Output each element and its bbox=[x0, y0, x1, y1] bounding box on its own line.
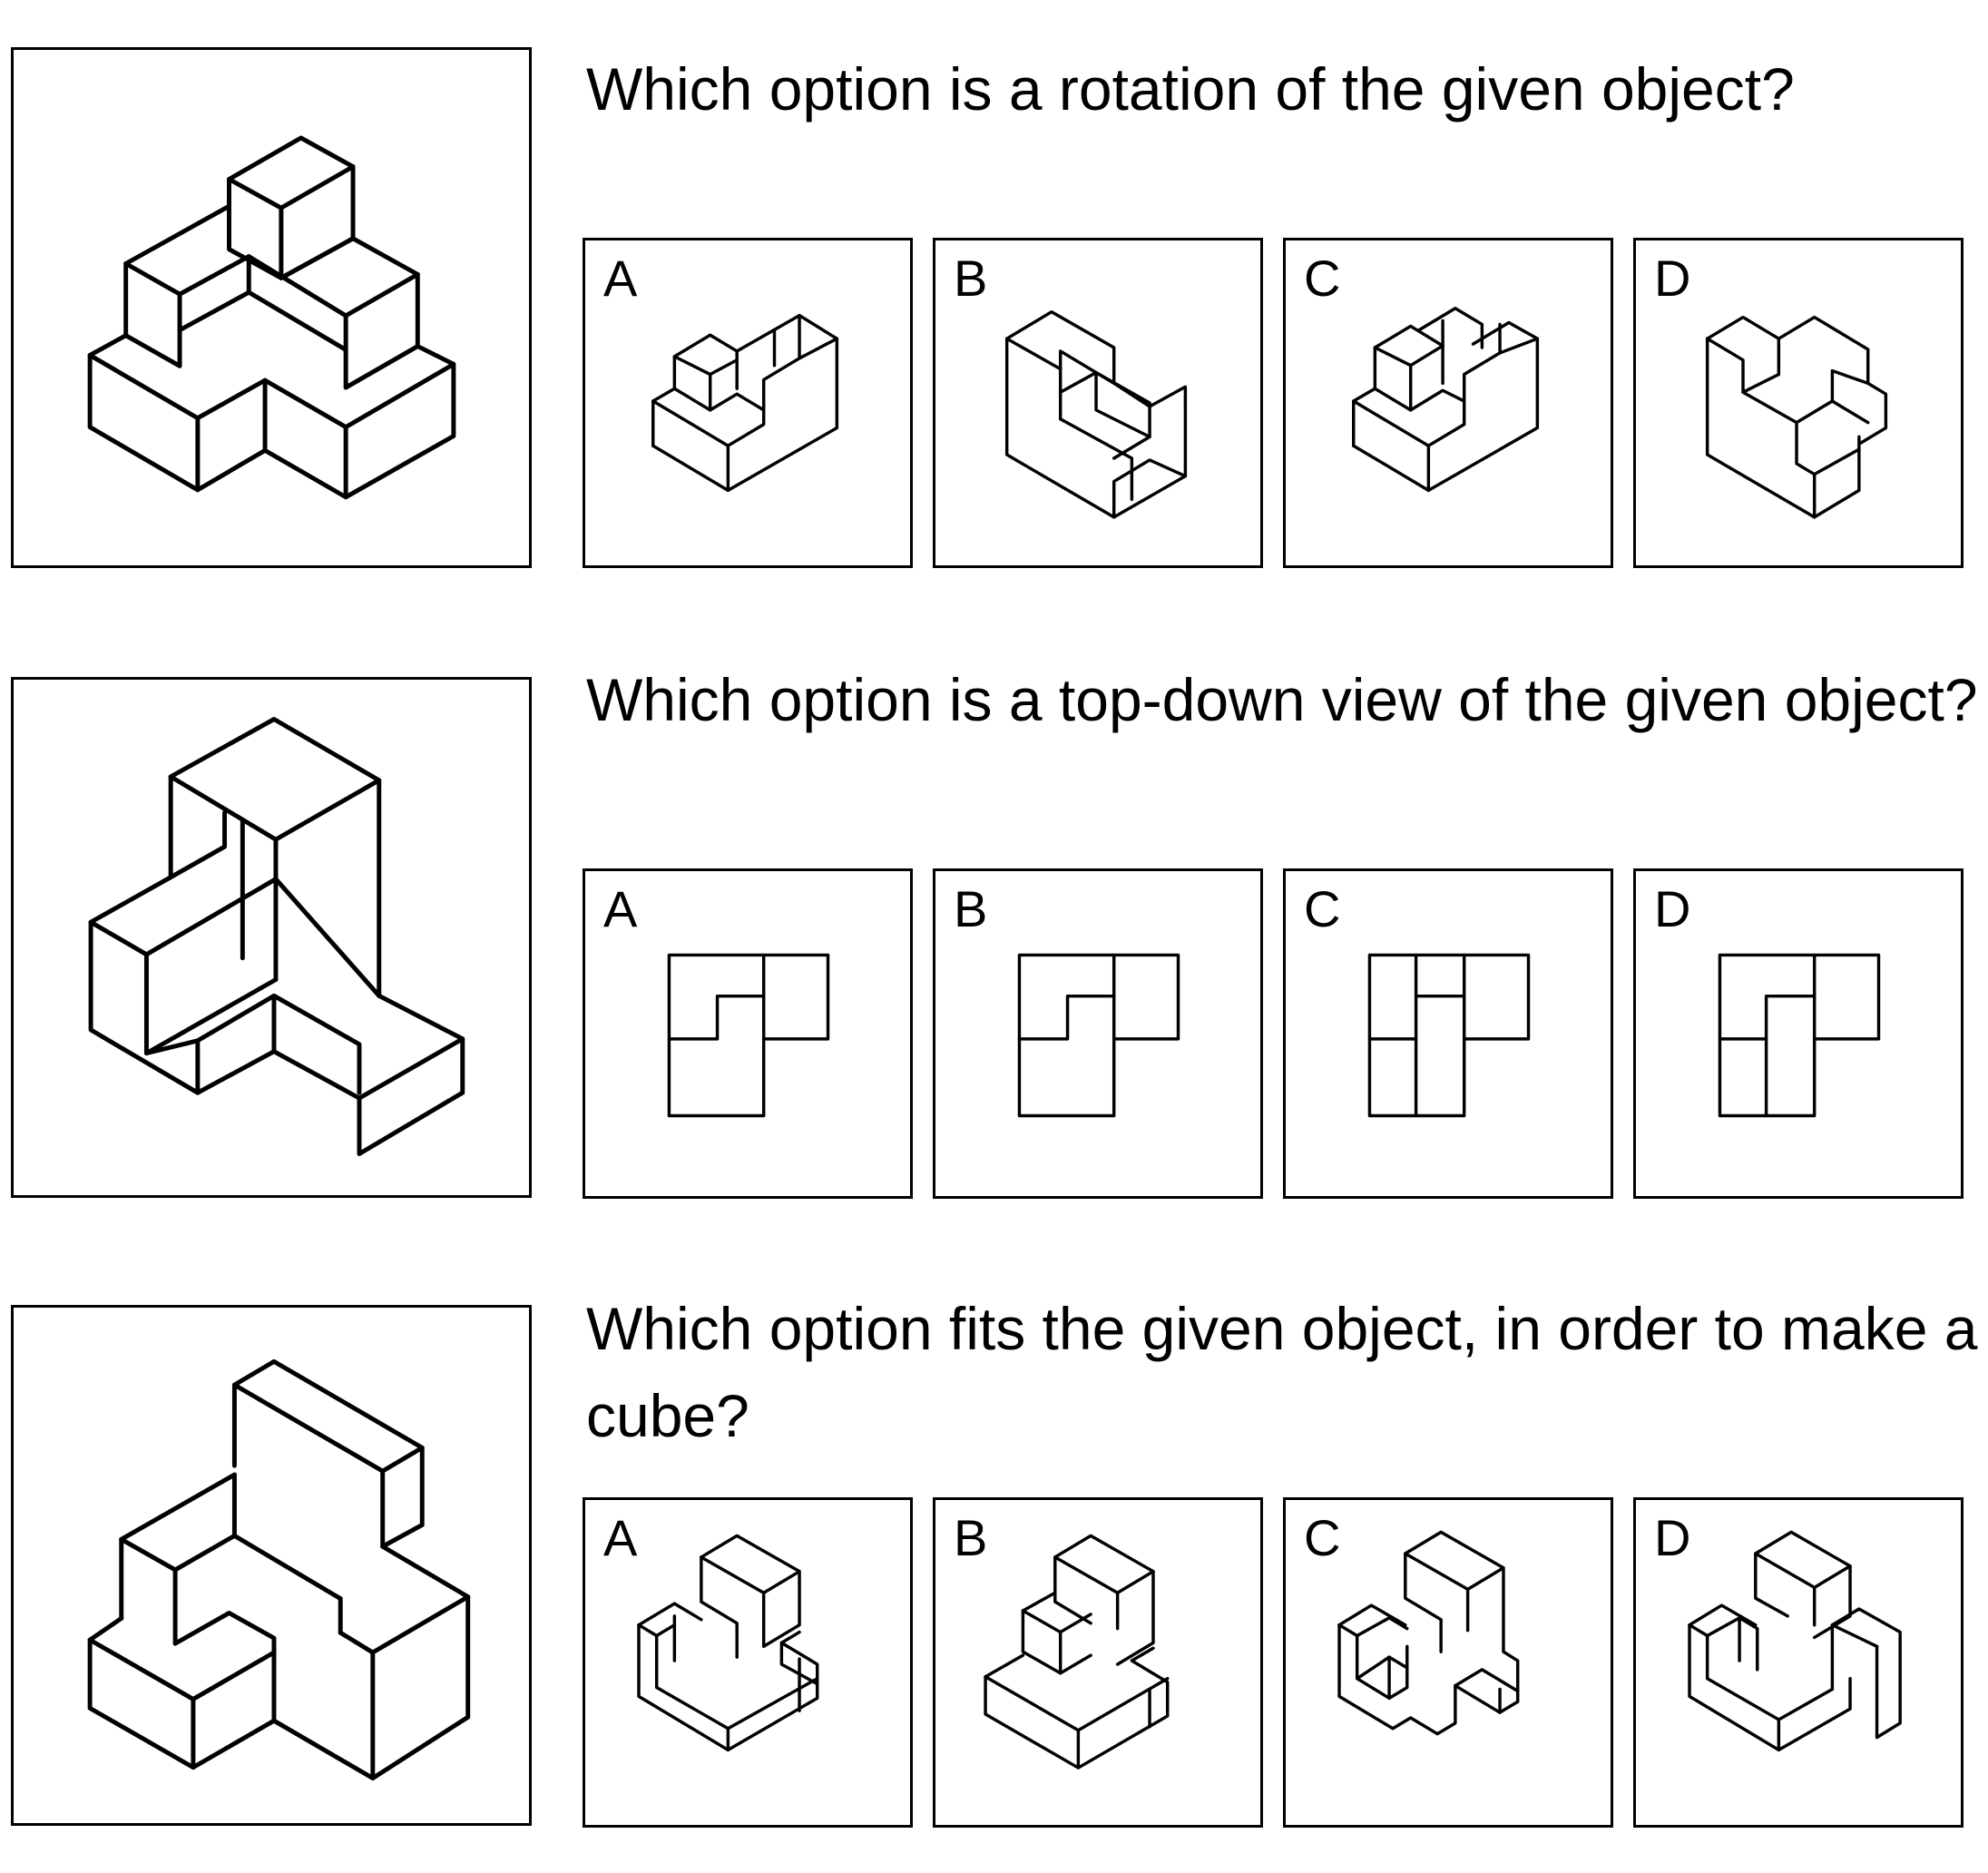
option-2-d[interactable]: D bbox=[1633, 868, 1964, 1199]
option-1-b[interactable]: B bbox=[933, 238, 1263, 568]
option-2-d-figure bbox=[1718, 953, 1881, 1118]
option-label: D bbox=[1654, 880, 1691, 937]
question-2-text: Which option is a top-down view of the g… bbox=[586, 666, 1978, 733]
option-label: B bbox=[954, 880, 988, 937]
option-2-b[interactable]: B bbox=[933, 868, 1263, 1199]
option-1-a[interactable]: A bbox=[583, 238, 913, 568]
option-2-a[interactable]: A bbox=[583, 868, 913, 1199]
question-1-text: Which option is a rotation of the given … bbox=[586, 55, 1795, 123]
option-3-c-figure bbox=[1337, 1530, 1520, 1736]
given-object-1 bbox=[11, 47, 532, 568]
option-label: C bbox=[1304, 1509, 1341, 1566]
option-label: C bbox=[1304, 250, 1341, 307]
option-label: D bbox=[1654, 1509, 1691, 1566]
option-1-c[interactable]: C bbox=[1283, 238, 1613, 568]
given-object-1-drawing bbox=[87, 135, 456, 500]
question-panel-2: Which option is a top-down view of the g… bbox=[0, 629, 1988, 1244]
option-2-a-figure bbox=[667, 953, 830, 1118]
option-3-d-figure bbox=[1688, 1530, 1902, 1752]
given-object-2 bbox=[11, 677, 532, 1198]
option-label: A bbox=[603, 250, 638, 307]
option-label: D bbox=[1654, 250, 1691, 307]
option-1-b-figure bbox=[1004, 309, 1188, 519]
option-label: B bbox=[954, 250, 988, 307]
option-1-d[interactable]: D bbox=[1633, 238, 1964, 568]
option-label: A bbox=[603, 1509, 638, 1566]
option-3-c[interactable]: C bbox=[1283, 1497, 1613, 1828]
given-object-2-drawing bbox=[88, 717, 465, 1156]
option-label: A bbox=[603, 880, 638, 937]
given-object-3 bbox=[11, 1305, 532, 1826]
option-3-d[interactable]: D bbox=[1633, 1497, 1964, 1828]
question-3-text: Which option fits the given object, in o… bbox=[586, 1295, 1978, 1449]
option-3-a-figure bbox=[637, 1534, 819, 1752]
option-3-b-figure bbox=[984, 1534, 1170, 1770]
option-2-c-figure bbox=[1367, 953, 1531, 1118]
option-label: C bbox=[1304, 880, 1341, 937]
option-3-b[interactable]: B bbox=[933, 1497, 1263, 1828]
question-panel-3: Which option fits the given object, in o… bbox=[0, 1258, 1988, 1873]
option-2-b-figure bbox=[1017, 953, 1180, 1118]
option-3-a[interactable]: A bbox=[583, 1497, 913, 1828]
option-1-c-figure bbox=[1352, 307, 1540, 493]
option-2-c[interactable]: C bbox=[1283, 868, 1613, 1199]
option-label: B bbox=[954, 1509, 988, 1566]
given-object-3-drawing bbox=[87, 1358, 471, 1780]
option-1-d-figure bbox=[1705, 315, 1888, 519]
question-panel-1: Which option is a rotation of the given … bbox=[0, 0, 1988, 615]
option-1-a-figure bbox=[651, 313, 839, 493]
